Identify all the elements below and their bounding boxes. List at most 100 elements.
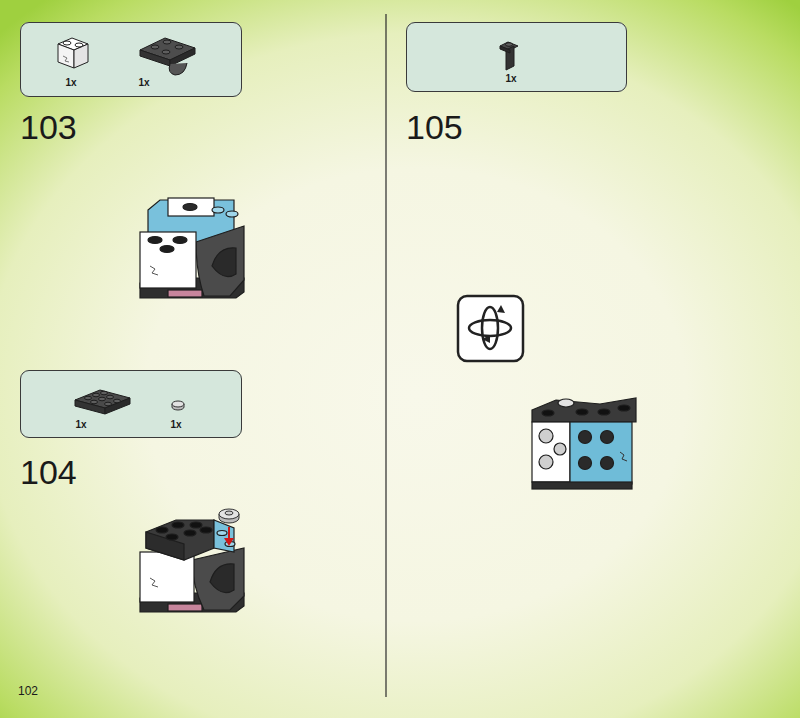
white-brick-part	[75, 43, 83, 47]
step-104-model	[166, 534, 178, 540]
callout-fill	[20, 22, 627, 438]
step-105-model	[539, 455, 553, 469]
white-brick-part	[58, 38, 88, 68]
rotate-icon	[482, 335, 490, 343]
quantity-label: 1x	[170, 419, 181, 430]
step-105-model	[576, 409, 588, 415]
step-104-model	[210, 564, 234, 593]
step-105-model	[558, 399, 574, 407]
plate-2x4-part	[107, 395, 114, 399]
step-104-model	[190, 522, 202, 528]
round-tile-part	[172, 401, 184, 410]
placement-arrow	[224, 538, 234, 546]
plate-2x4-part	[101, 391, 108, 395]
plate-2x4-part	[105, 398, 130, 414]
step-105-model	[601, 457, 614, 470]
step-104-model	[146, 532, 184, 560]
white-brick-part	[63, 41, 71, 45]
step-104-model	[146, 520, 214, 560]
step-number: 105	[406, 110, 463, 144]
round-tile-falling	[219, 509, 239, 523]
step-number: 104	[20, 455, 77, 489]
step-103-model	[183, 204, 197, 211]
white-brick-part	[74, 44, 88, 68]
step-105-model	[598, 409, 610, 415]
parts-callout-box: 1x 1x	[20, 370, 242, 438]
step-105-model	[601, 431, 614, 444]
callout-fill	[20, 370, 242, 438]
clip-plate-part	[169, 63, 187, 75]
rotate-icon	[458, 296, 523, 361]
column-divider	[386, 14, 387, 697]
step-105-model	[618, 405, 630, 411]
step-104-model	[214, 520, 234, 552]
step-105-model	[532, 398, 636, 489]
step-103-model	[148, 237, 162, 244]
step-104-model	[140, 520, 244, 612]
plate-2x4-part	[99, 397, 106, 401]
plate-2x4-part	[91, 400, 98, 404]
rotate-icon	[497, 305, 505, 313]
step-105-model	[579, 457, 592, 470]
callout-fill	[406, 22, 627, 92]
round-tile-falling	[219, 509, 239, 519]
step-105-model	[532, 398, 636, 422]
plate-2x4-part	[93, 393, 100, 397]
rotate-icon	[469, 320, 511, 336]
quantity-label: 1x	[65, 77, 76, 88]
step-103-model	[150, 266, 158, 275]
step-104-model	[156, 527, 168, 533]
callout-fill	[20, 22, 242, 97]
step-104-model	[184, 530, 196, 536]
clip-plate-part	[140, 50, 170, 66]
quantity-label: 1x	[138, 77, 149, 88]
step-105-model	[579, 431, 592, 444]
clip-plate-part	[151, 45, 159, 49]
bracket-part	[506, 43, 513, 47]
bracket-part	[500, 42, 518, 70]
plate-2x4-part	[75, 400, 105, 414]
plate-2x4-part	[75, 390, 130, 414]
rotate-icon	[482, 307, 498, 349]
white-brick-part	[63, 56, 69, 62]
plate-2x4-part	[105, 402, 112, 406]
page-number: 102	[18, 685, 38, 697]
step-103-model	[140, 198, 244, 298]
clip-plate-part	[175, 45, 183, 49]
step-104-model	[217, 531, 227, 536]
step-104-model	[150, 578, 158, 587]
step-105-model	[620, 452, 627, 461]
step-103-model	[168, 290, 202, 297]
parts-callout-box: 1x	[406, 22, 627, 92]
step-104-model	[172, 522, 184, 528]
step-103-model	[196, 226, 244, 296]
bracket-part	[500, 46, 510, 53]
step-103-model	[212, 248, 236, 277]
step-105-model	[570, 422, 632, 484]
rotate-icon	[458, 296, 523, 361]
placement-arrow	[224, 527, 234, 546]
plate-2x4-part	[85, 396, 92, 400]
clip-plate-part	[163, 40, 171, 44]
step-103-model	[160, 246, 174, 253]
step-105-model	[554, 443, 566, 455]
step-103-model	[140, 232, 196, 288]
step-104-model	[192, 548, 244, 610]
step-104-model	[168, 604, 202, 611]
quantity-label: 1x	[75, 419, 86, 430]
round-tile-part	[172, 401, 184, 407]
step-103-model	[212, 207, 224, 213]
plate-2x4-part	[114, 399, 121, 403]
step-103-model	[173, 237, 187, 244]
quantity-label: 1x	[505, 73, 516, 84]
step-number: 103	[20, 110, 77, 144]
parts-callout-box: 1x 1x	[20, 22, 242, 97]
column-divider	[385, 14, 386, 697]
step-105-model	[539, 429, 553, 443]
step-104-model	[200, 527, 212, 533]
clip-plate-part	[162, 50, 170, 54]
